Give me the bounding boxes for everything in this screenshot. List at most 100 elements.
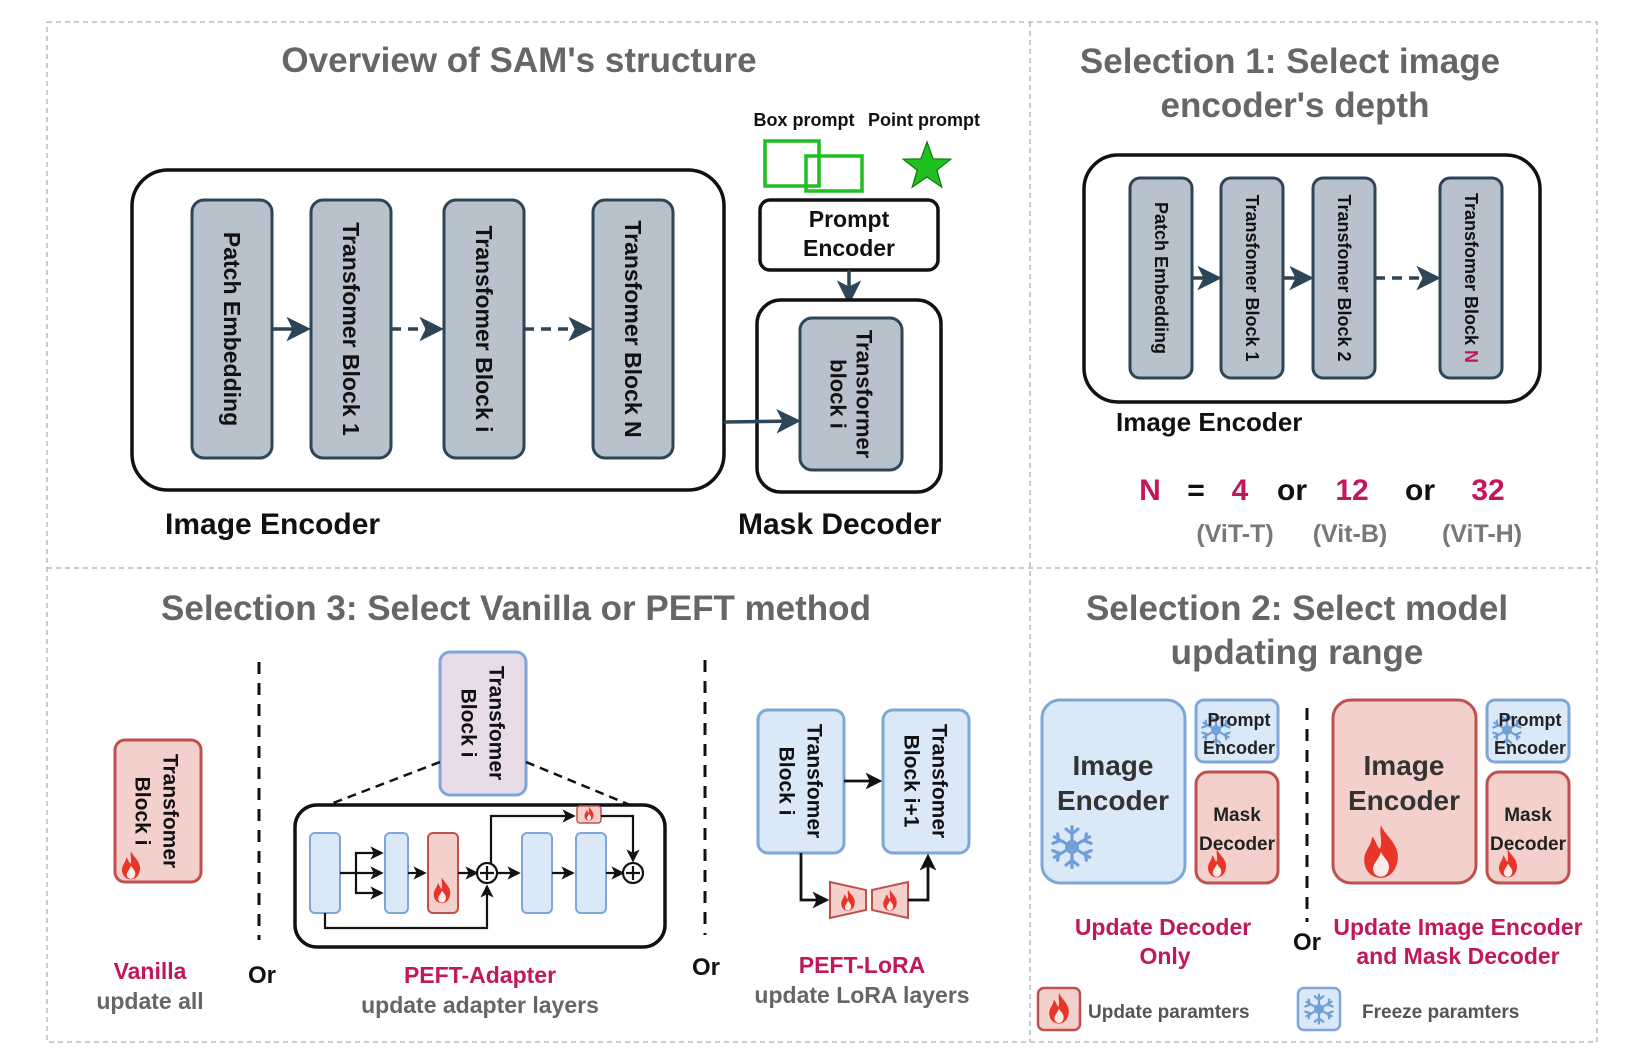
svg-text:Prompt: Prompt [1208,710,1271,730]
overview-title: Overview of SAM's structure [281,41,756,80]
svg-text:(ViT-H): (ViT-H) [1442,520,1522,548]
svg-text:Block i: Block i [775,747,798,816]
box-prompt-icon [763,139,864,193]
option1-mask-decoder: Mask Decoder [1194,770,1280,885]
selection1-title-line2: encoder's depth [1161,86,1430,125]
svg-text:Encoder: Encoder [1348,785,1460,816]
s1-transformer-block-2: Transfomer Block 2 [1311,176,1377,380]
svg-text:Transformer: Transformer [852,330,877,459]
svg-text:or: or [1405,474,1435,507]
overview-mask-decoder-label: Mask Decoder [738,508,942,541]
selection3-title: Selection 3: Select Vanilla or PEFT meth… [161,589,871,628]
encoder-to-decoder-arrow [723,409,801,434]
adapter-transformer-block: Transfomer Block i [438,650,528,797]
svg-text:Transfomer Block i: Transfomer Block i [471,225,497,432]
s1-transformer-block-n: Transfomer Block N [1438,176,1504,380]
svg-text:Transfomer Block N: Transfomer Block N [620,220,646,437]
option2-label-line2: and Mask Decoder [1356,943,1559,969]
option2-prompt-encoder: Prompt Encoder [1485,698,1571,764]
svg-text:Transfomer: Transfomer [159,754,182,868]
lora-desc: update LoRA layers [754,982,969,1008]
svg-text:12: 12 [1335,474,1368,507]
svg-text:Image: Image [1364,750,1445,781]
svg-text:Encoder: Encoder [1494,738,1566,758]
svg-text:or: or [1277,474,1307,507]
vanilla-desc: update all [96,988,203,1014]
lora-name: PEFT-LoRA [799,952,926,978]
svg-text:32: 32 [1471,474,1504,507]
svg-text:Transfomer Block 2: Transfomer Block 2 [1334,194,1354,361]
svg-text:block i: block i [826,359,851,429]
svg-text:(ViT-T): (ViT-T) [1196,520,1273,548]
adapter-detail [309,805,645,930]
vanilla-name: Vanilla [114,958,187,984]
point-prompt-star-icon [901,140,953,189]
svg-text:Transfomer: Transfomer [803,724,826,838]
svg-text:Transfomer Block N: Transfomer Block N [1461,193,1481,363]
adapter-desc: update adapter layers [361,992,599,1018]
point-prompt-label: Point prompt [868,110,980,130]
or-label-2: Or [692,954,720,981]
option2-image-encoder: Image Encoder [1331,698,1478,885]
svg-text:Block i: Block i [131,777,154,846]
patch-embedding-block: Patch Embedding [190,198,274,460]
s1-transformer-block-1: Transfomer Block 1 [1219,176,1285,380]
box-prompt-label: Box prompt [754,110,855,130]
s1-patch-embedding-block: Patch Embedding [1128,176,1194,380]
panel-borders [46,21,1598,1043]
svg-text:4: 4 [1232,474,1249,507]
svg-text:N: N [1139,474,1161,507]
svg-text:=: = [1187,474,1205,507]
svg-text:Prompt: Prompt [809,206,890,232]
svg-text:(Vit-B): (Vit-B) [1313,520,1388,548]
model-variants: (ViT-T) (Vit-B) (ViT-H) [1196,520,1522,548]
lora-adapters [829,880,909,920]
vanilla-block: Transfomer Block i [113,738,203,884]
option2-label-line1: Update Image Encoder [1333,914,1582,940]
option1-label-line2: Only [1139,943,1190,969]
svg-text:Mask: Mask [1213,805,1261,826]
svg-text:Transfomer: Transfomer [928,724,951,838]
option1-image-encoder: Image Encoder [1040,698,1187,885]
transformer-block-n: Transfomer Block N [591,198,675,460]
legend-update-label: Update paramters [1088,1002,1250,1023]
svg-text:Decoder: Decoder [1199,834,1276,855]
selection1-title-line1: Selection 1: Select image [1080,42,1500,81]
lora-block-i-plus-1: Transfomer Block i+1 [881,708,971,855]
svg-text:Encoder: Encoder [1057,785,1169,816]
adapter-detail-container [293,803,667,949]
svg-text:Patch Embedding: Patch Embedding [219,232,245,426]
svg-text:Block i: Block i [457,689,480,758]
svg-text:Transfomer Block 1: Transfomer Block 1 [338,222,364,436]
prompt-encoder-box: Prompt Encoder [758,198,940,272]
selection2-panel: Selection 2: Select model updating range… [1036,589,1583,1032]
or-label-1: Or [248,962,276,989]
lora-block-i: Transfomer Block i [756,708,846,855]
svg-text:Encoder: Encoder [1203,738,1275,758]
svg-text:Image: Image [1073,750,1154,781]
overview-image-encoder-label: Image Encoder [165,508,380,541]
transformer-block-1: Transfomer Block 1 [309,198,393,460]
selection2-title-line2: updating range [1171,633,1424,672]
selection1-panel: Selection 1: Select image encoder's dept… [1080,42,1542,548]
s1-image-encoder-label: Image Encoder [1116,407,1302,437]
mask-transformer-block: Transformer block i [798,316,904,472]
selection2-or-label: Or [1293,929,1321,956]
selection2-title-line1: Selection 2: Select model [1086,589,1508,628]
legend: Update paramters Freeze paramters [1036,986,1519,1032]
svg-text:Transfomer Block 1: Transfomer Block 1 [1242,194,1262,361]
adapter-zoom-lines [327,760,631,807]
option1-prompt-encoder: Prompt Encoder [1194,698,1280,764]
svg-text:Transfomer: Transfomer [485,666,508,780]
svg-text:Prompt: Prompt [1499,710,1562,730]
adapter-name: PEFT-Adapter [404,962,556,988]
transformer-block-i: Transfomer Block i [442,198,526,460]
depth-formula: N = 4 or 12 or 32 [1139,474,1505,507]
option1-label-line1: Update Decoder [1075,914,1251,940]
svg-text:Patch Embedding: Patch Embedding [1151,202,1171,354]
option2-mask-decoder: Mask Decoder [1485,770,1571,885]
svg-text:Decoder: Decoder [1490,834,1567,855]
overview-panel: Overview of SAM's structure Patch Embedd… [130,41,980,541]
svg-text:Block i+1: Block i+1 [900,735,923,828]
